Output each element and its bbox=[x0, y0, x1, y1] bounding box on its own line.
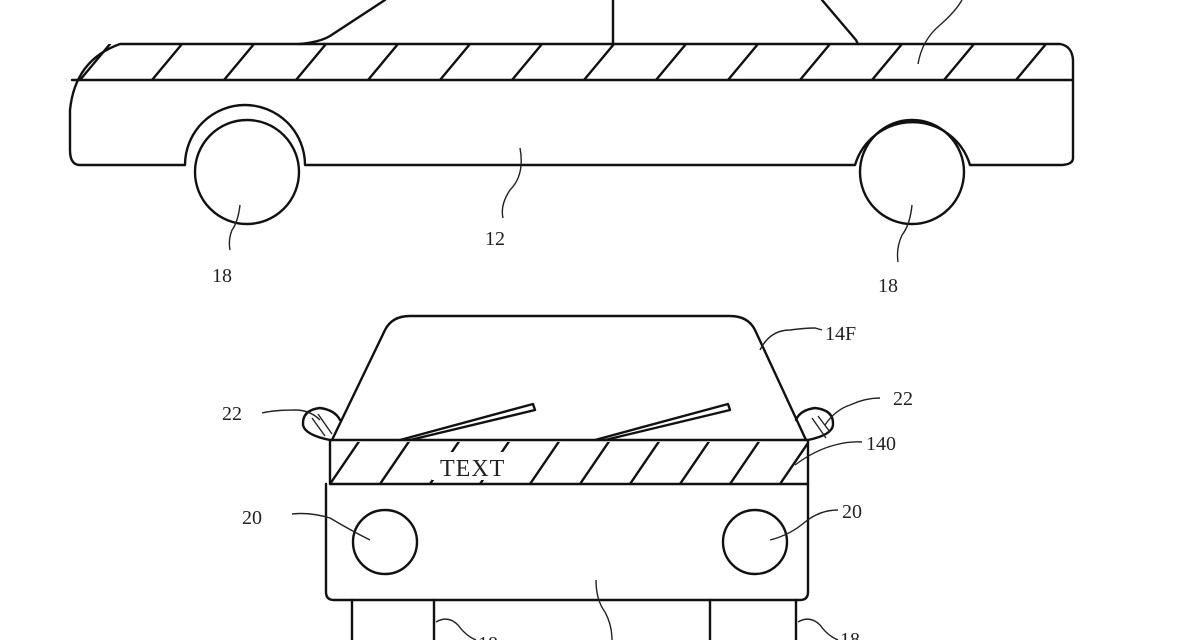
label-14F: 14F bbox=[825, 323, 856, 345]
front-body bbox=[324, 482, 810, 602]
hatch-line bbox=[578, 442, 611, 484]
hatch-line bbox=[942, 44, 976, 80]
hatch-line bbox=[678, 442, 711, 484]
text-background bbox=[432, 452, 527, 480]
hatch-line bbox=[798, 44, 832, 80]
windshield bbox=[330, 314, 808, 442]
label-20-right: 20 bbox=[842, 501, 862, 523]
hatch-line bbox=[366, 44, 400, 80]
leader-18-right bbox=[896, 204, 913, 263]
leader-12 bbox=[501, 147, 522, 219]
hatch-line bbox=[1088, 44, 1118, 80]
mirror-right-hatch bbox=[811, 415, 831, 439]
leader-20-left bbox=[291, 512, 371, 541]
hatch-line bbox=[528, 442, 561, 484]
hatch-line bbox=[778, 442, 808, 484]
leader-top-right bbox=[917, 0, 963, 65]
label-12: 12 bbox=[485, 228, 505, 250]
leader-22-left bbox=[261, 409, 321, 421]
side-body-outline bbox=[68, 42, 1075, 167]
leader-14F bbox=[759, 327, 823, 351]
hatch-line bbox=[1014, 44, 1048, 80]
label-18-right: 18 bbox=[878, 275, 898, 297]
label-18-left: 18 bbox=[212, 265, 232, 287]
hatch-line bbox=[378, 442, 411, 484]
side-hatched-band bbox=[78, 44, 1118, 80]
hatch-line bbox=[330, 442, 361, 484]
side-wheel-left bbox=[193, 118, 301, 226]
label-22-right: 22 bbox=[893, 388, 913, 410]
label-20-left: 20 bbox=[242, 507, 262, 529]
front-wheel-left bbox=[350, 598, 436, 640]
hatch-line bbox=[728, 442, 761, 484]
leader-18-front-left bbox=[435, 618, 477, 640]
hatch-line bbox=[78, 44, 112, 80]
hatch-line bbox=[510, 44, 544, 80]
front-wheel-right bbox=[708, 598, 798, 640]
mirror-right bbox=[794, 406, 835, 442]
side-roof-front bbox=[298, 0, 387, 46]
headlight-left bbox=[351, 508, 419, 576]
side-view-vehicle: 12 18 18 bbox=[68, 0, 1118, 297]
hatch-line bbox=[870, 44, 904, 80]
side-wheel-right bbox=[858, 118, 966, 226]
hatch-line bbox=[830, 440, 860, 484]
label-22-left: 22 bbox=[222, 403, 242, 425]
mirror-left bbox=[301, 406, 342, 442]
leader-22-right bbox=[824, 397, 881, 426]
hatch-line bbox=[438, 44, 472, 80]
leader-18-front-right bbox=[797, 618, 839, 640]
mirror-left-hatch bbox=[311, 413, 333, 437]
hatch-line bbox=[654, 44, 688, 80]
label-18-front-right: 18 bbox=[840, 629, 860, 640]
hatch-line bbox=[726, 44, 760, 80]
hatch-line bbox=[222, 44, 256, 80]
wiper-right bbox=[593, 402, 732, 442]
front-view-vehicle: TEXT 14F 22 22 140 20 20 18 18 bbox=[222, 314, 913, 640]
hatch-line bbox=[294, 44, 328, 80]
hatch-line bbox=[150, 44, 184, 80]
label-18-front-left: 18 bbox=[478, 633, 498, 640]
leader-140 bbox=[794, 441, 863, 466]
side-roof-rear bbox=[820, 0, 860, 46]
hatch-line bbox=[582, 44, 616, 80]
leader-18-left bbox=[228, 204, 241, 251]
label-140: 140 bbox=[866, 433, 896, 455]
leader-front-body bbox=[595, 579, 613, 640]
hatch-line bbox=[628, 442, 661, 484]
headlight-right bbox=[721, 508, 789, 576]
display-text: TEXT bbox=[440, 456, 505, 482]
wiper-left bbox=[398, 402, 537, 442]
front-hatched-band bbox=[330, 440, 860, 484]
front-display-band bbox=[328, 438, 810, 486]
leader-20-right bbox=[769, 509, 839, 541]
